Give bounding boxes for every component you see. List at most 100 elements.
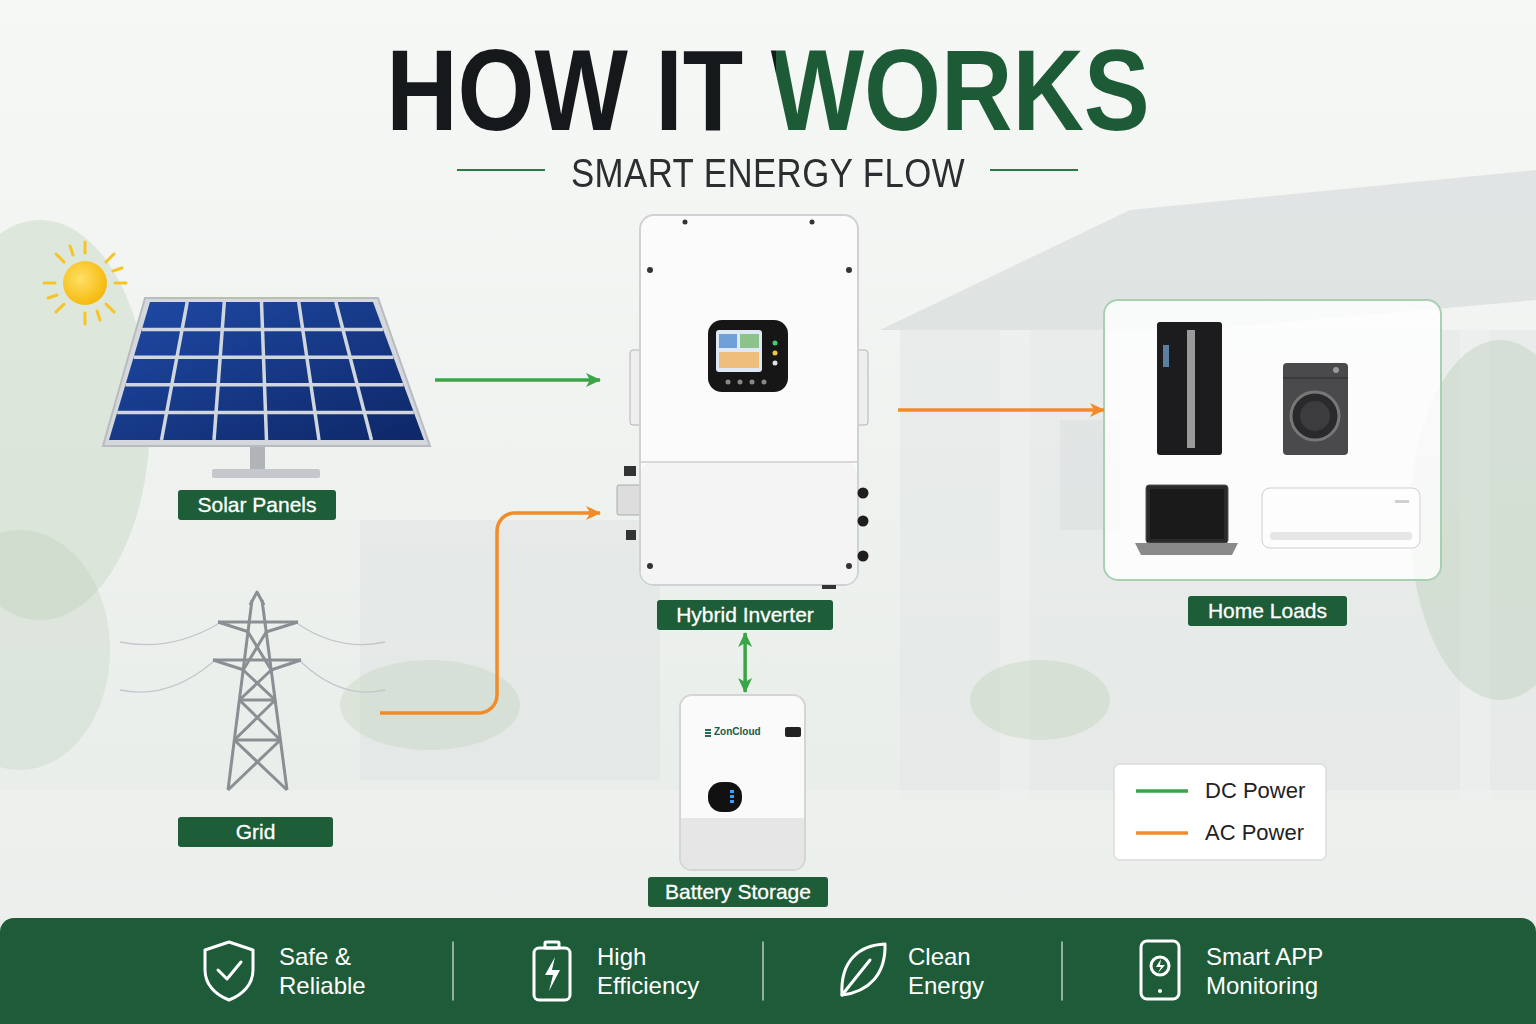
subtitle: SMART ENERGY FLOW [100, 149, 1436, 197]
feature-text: High Efficiency [597, 942, 719, 1000]
legend-line-sample [1136, 831, 1188, 835]
legend-line-sample [1136, 789, 1188, 793]
button [750, 380, 755, 385]
battery-terminal [545, 942, 559, 948]
screw [647, 267, 653, 273]
phone-button [1158, 989, 1162, 993]
inverter-body [640, 215, 858, 585]
feature-text: Clean Energy [908, 942, 1010, 1000]
connector [624, 466, 636, 476]
pylon-brace [234, 700, 275, 740]
display-bar [730, 795, 734, 798]
battery-body [680, 695, 805, 870]
cell-divider [336, 302, 372, 440]
cable-gland [858, 551, 869, 562]
battery-storage-node: Battery Storage [645, 692, 830, 908]
button [738, 380, 743, 385]
pylon-arm [266, 622, 298, 632]
panel-pole [250, 445, 265, 471]
inverter-illustration [617, 215, 869, 589]
solar-panel-illustration [103, 298, 430, 478]
pylon-arm [271, 660, 301, 670]
sun-disc [63, 261, 107, 305]
panel-grid [117, 302, 414, 440]
sun-icon [44, 242, 126, 324]
laptop-base [1135, 543, 1238, 555]
pylon-brace [239, 700, 280, 740]
status-led [773, 351, 778, 356]
laptop-screen [1146, 485, 1228, 543]
fridge-handle-strip [1187, 330, 1195, 448]
feature-band: Safe & ReliableHigh EfficiencyClean Ener… [0, 918, 1536, 1024]
sun-rays [44, 242, 126, 324]
logo-mark [705, 735, 711, 737]
legend-frame [1114, 764, 1326, 860]
washing-machine [1283, 363, 1348, 455]
cover-seam [641, 461, 857, 463]
pylon-frame [213, 592, 301, 790]
laptop-display [1150, 489, 1224, 539]
power-wires [120, 624, 385, 692]
display-bar [730, 800, 734, 803]
tree [0, 530, 110, 770]
pylon-brace [248, 632, 271, 670]
phone-symbol [1151, 957, 1169, 975]
display-bezel [708, 320, 788, 392]
fridge-display [1163, 345, 1169, 367]
washer-knob [1333, 367, 1339, 373]
pylon-brace [228, 740, 280, 790]
pylon-brace [243, 632, 266, 670]
shrub [340, 660, 520, 750]
battery-base [681, 818, 804, 832]
phone-icon [1141, 941, 1179, 999]
battery-illustration [680, 695, 805, 870]
divider [452, 942, 454, 1000]
pylon-brace [234, 740, 287, 790]
button [726, 380, 731, 385]
connector [626, 530, 636, 540]
cell-divider [262, 302, 267, 440]
cable-gland [858, 488, 869, 499]
legend-entry: AC Power [1136, 818, 1326, 848]
divider [762, 942, 764, 1000]
foot [822, 585, 836, 589]
display-bar [730, 790, 734, 793]
button [762, 380, 767, 385]
sun-ray [56, 254, 64, 262]
component-label: Grid [178, 817, 333, 847]
screen-tile [719, 334, 737, 348]
connector-block [617, 485, 640, 515]
component-label: Battery Storage [648, 877, 828, 907]
screw [683, 220, 688, 225]
pylon-brace [234, 739, 280, 742]
power-flow-arrow [435, 378, 600, 382]
battery-port [785, 727, 801, 737]
pylon-brace [239, 670, 271, 700]
solar-panel-node: Solar Panels [100, 295, 435, 523]
shrub [970, 660, 1110, 740]
ac-indicator [1395, 500, 1409, 503]
power-flow-arrow [898, 408, 1104, 412]
sun-ray [115, 282, 126, 285]
title-row: HOW IT WORKS [0, 26, 1536, 154]
inverter-lower-cover [641, 462, 857, 584]
wire [301, 662, 385, 692]
legend-swatch [1136, 776, 1188, 806]
washer-door [1291, 392, 1339, 440]
component-label: Hybrid Inverter [657, 600, 833, 630]
grid-node: Grid [150, 585, 380, 850]
cell-divider [125, 383, 403, 387]
screen-tile [719, 352, 759, 368]
divider [1061, 942, 1063, 1000]
legend-text: DC Power [1205, 776, 1305, 806]
sun-ray [97, 311, 100, 320]
sun-ray [44, 282, 55, 285]
hybrid-inverter-node: Hybrid Inverter [600, 213, 898, 633]
sun-ray [48, 295, 57, 298]
pylon-arm [213, 660, 244, 670]
home-loads-node: Home Loads [1104, 300, 1442, 628]
air-conditioner [1262, 488, 1420, 548]
component-label: Home Loads [1188, 596, 1347, 626]
